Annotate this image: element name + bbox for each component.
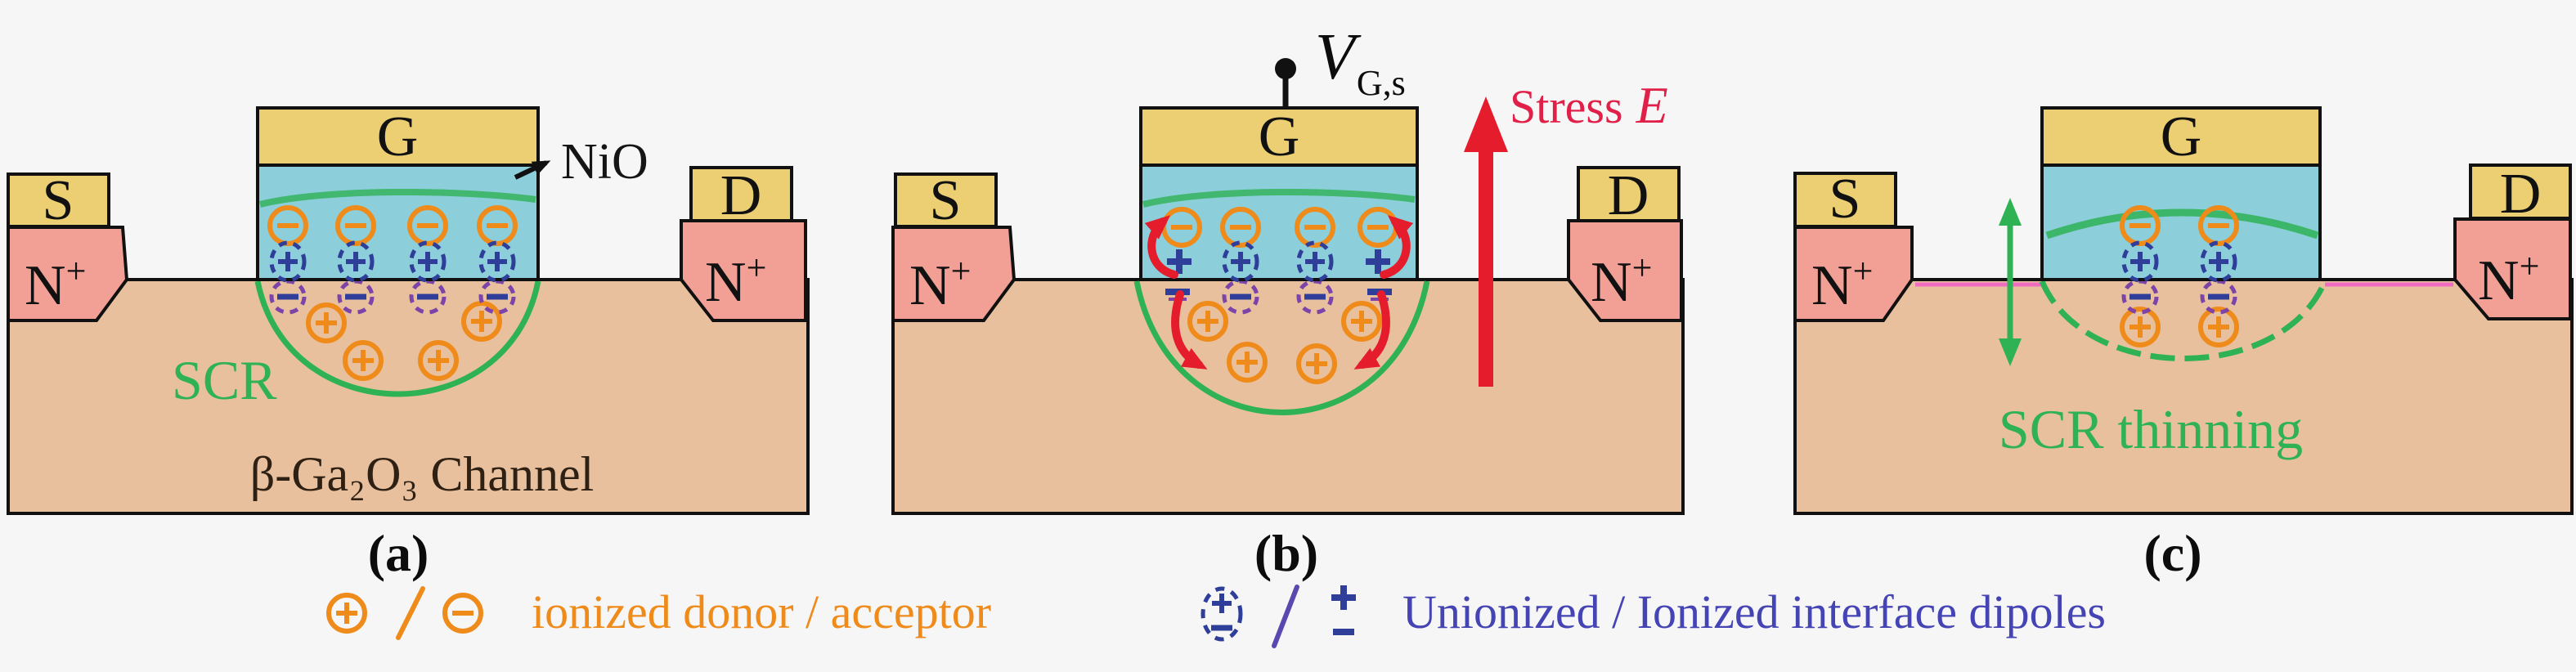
panel-letter-c: (c) <box>2143 524 2201 582</box>
legend-dipoles-text: Unionized / Ionized interface dipoles <box>1402 585 2106 638</box>
gate-label: G <box>2161 105 2202 168</box>
legend-donor-acceptor-text: ionized donor / acceptor <box>532 585 991 638</box>
channel-label: β-Ga₂O₃ Channel <box>250 447 595 501</box>
nio-depletion-line <box>2045 208 2319 240</box>
source-nplus-label: N+ <box>1811 251 1873 317</box>
source-nplus-label: N+ <box>25 251 86 317</box>
scr-boundary-curve <box>1133 280 1430 415</box>
gate-stress-voltage-label: VG,s <box>1315 21 1406 103</box>
stress-field-arrow <box>1479 149 1493 387</box>
scr-thinning-arrowhead-up <box>1999 198 2022 226</box>
drain-label: D <box>720 164 762 227</box>
nio-depletion-line <box>1142 188 1416 208</box>
scr-thinning-arrowhead-down <box>1999 338 2022 366</box>
drain-contact <box>2469 164 2572 220</box>
panel-a: NiO S N+ G D N+ SCR β-Ga₂O₃ Channel (a) <box>7 105 810 582</box>
gate-terminal-node <box>1275 58 1296 79</box>
gate-label: G <box>1259 105 1300 168</box>
drain-contact <box>1577 166 1681 222</box>
drain-nplus-label: N+ <box>2478 246 2539 312</box>
source-contact <box>1793 172 1897 228</box>
source-nplus-label: N+ <box>909 251 971 317</box>
charge-flow-arrow <box>1171 290 1208 370</box>
scr-thinning-label: SCR thinning <box>1999 398 2303 460</box>
legend-ionized-acceptor-icon <box>445 595 481 631</box>
scr-boundary-curve <box>254 280 541 397</box>
gate-metal <box>2040 106 2322 167</box>
legend-ionized-donor-icon <box>329 595 365 631</box>
drain-nplus-label: N+ <box>705 248 766 314</box>
gate-metal <box>256 106 540 167</box>
panel-letter-a: (a) <box>368 524 429 582</box>
channel-substrate <box>1793 278 2574 515</box>
nio-label: NiO <box>561 134 648 190</box>
stress-field-arrowhead <box>1464 96 1508 152</box>
charge-flow-arrow <box>1144 215 1178 279</box>
scr-boundary-curve <box>2039 280 2328 361</box>
legend-unionized-dipole-icon <box>1200 586 1243 642</box>
nio-pointer-arrow <box>514 160 551 180</box>
drain-contact <box>689 166 793 222</box>
source-label: S <box>930 169 962 232</box>
panel-c: S N+ G D N+ SCR thinning (c) <box>1793 105 2574 582</box>
legend-slash-icon <box>396 586 425 640</box>
panel-letter-b: (b) <box>1254 524 1318 582</box>
scr-label: SCR <box>172 349 277 411</box>
source-label: S <box>1829 168 1861 231</box>
charge-flow-arrow <box>1353 290 1390 370</box>
legend-ionized-dipole-icon <box>1331 585 1356 635</box>
nio-depletion-line <box>259 188 536 208</box>
source-contact <box>894 172 998 228</box>
charge-flow-arrow <box>1380 215 1414 279</box>
legend: ionized donor / acceptor Unionized / Ion… <box>329 585 2106 648</box>
gate-label: G <box>377 105 419 168</box>
gate-metal <box>1139 106 1419 167</box>
drain-nplus-label: N+ <box>1591 248 1652 314</box>
source-label: S <box>43 169 74 232</box>
legend-slash-icon <box>1272 585 1299 648</box>
channel-substrate <box>891 278 1685 515</box>
drain-label: D <box>1608 164 1649 227</box>
source-contact <box>7 172 110 228</box>
drain-label: D <box>2500 163 2542 226</box>
